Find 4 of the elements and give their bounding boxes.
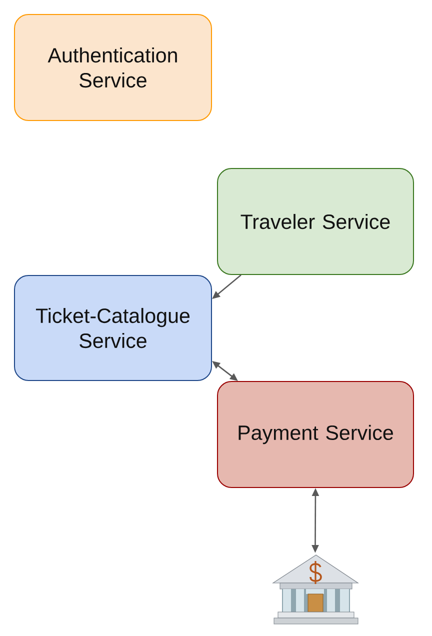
service-box: Payment Service	[217, 381, 414, 488]
service-box: Authentication Service	[14, 14, 212, 121]
service-box: Traveler Service	[217, 168, 414, 275]
service-box: Ticket-Catalogue Service	[14, 275, 212, 381]
